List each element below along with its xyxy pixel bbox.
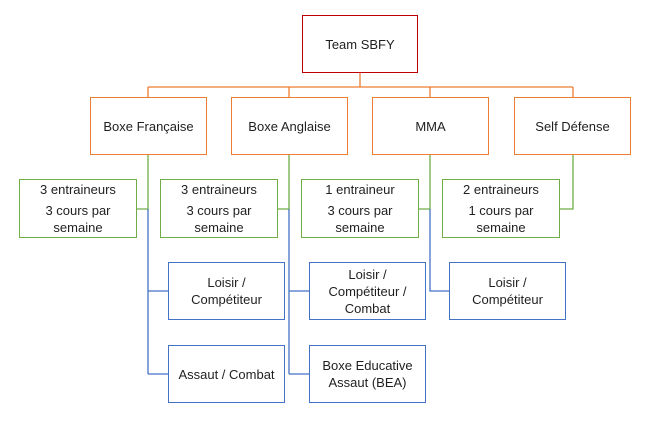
category-label: Boxe Anglaise xyxy=(248,118,331,134)
coach-count: 3 entraineurs xyxy=(181,182,257,197)
sub-box-label: Loisir / Compétiteur xyxy=(191,275,262,307)
connector-info-2 xyxy=(278,155,290,210)
class-frequency: 3 cours par semaine xyxy=(45,203,111,235)
connector-info-1 xyxy=(137,155,149,210)
sub-box-label: Assaut / Combat xyxy=(178,366,275,382)
sub-box-label: Boxe Educative Assaut (BEA) xyxy=(322,358,413,390)
coach-count: 3 entraineurs xyxy=(40,182,116,197)
root-node-label: Team SBFY xyxy=(325,36,395,52)
category-mma: MMA xyxy=(372,97,489,155)
info-box-mma: 1 entraineur 3 cours par semaine xyxy=(301,179,419,238)
coach-count: 1 entraineur xyxy=(325,182,395,197)
sub-box-boxe-francaise-2: Assaut / Combat xyxy=(168,345,285,403)
info-box-boxe-francaise: 3 entraineurs 3 cours par semaine xyxy=(19,179,137,238)
info-box-boxe-anglaise: 3 entraineurs 3 cours par semaine xyxy=(160,179,278,238)
connector-subs-1 xyxy=(147,209,168,375)
class-frequency: 3 cours par semaine xyxy=(327,203,393,235)
category-boxe-francaise: Boxe Française xyxy=(90,97,207,155)
sub-box-boxe-anglaise-1: Loisir / Compétiteur / Combat xyxy=(309,262,426,320)
category-label: MMA xyxy=(415,118,446,134)
connector-info-3 xyxy=(419,155,431,210)
connector-root-bus xyxy=(147,73,574,97)
connector-subs-2 xyxy=(288,209,309,375)
category-self-defense: Self Défense xyxy=(514,97,631,155)
sub-box-label: Loisir / Compétiteur xyxy=(472,275,543,307)
class-frequency: 1 cours par semaine xyxy=(468,203,534,235)
category-label: Boxe Française xyxy=(103,118,194,134)
sub-box-mma-1: Loisir / Compétiteur xyxy=(449,262,566,320)
connector-info-4 xyxy=(560,155,574,210)
class-frequency: 3 cours par semaine xyxy=(186,203,252,235)
root-node: Team SBFY xyxy=(302,15,418,73)
sub-box-boxe-anglaise-2: Boxe Educative Assaut (BEA) xyxy=(309,345,426,403)
sub-box-boxe-francaise-1: Loisir / Compétiteur xyxy=(168,262,285,320)
info-box-self-defense: 2 entraineurs 1 cours par semaine xyxy=(442,179,560,238)
category-boxe-anglaise: Boxe Anglaise xyxy=(231,97,348,155)
connector-subs-3 xyxy=(429,209,449,292)
coach-count: 2 entraineurs xyxy=(463,182,539,197)
category-label: Self Défense xyxy=(535,118,610,134)
sub-box-label: Loisir / Compétiteur / Combat xyxy=(328,266,407,316)
